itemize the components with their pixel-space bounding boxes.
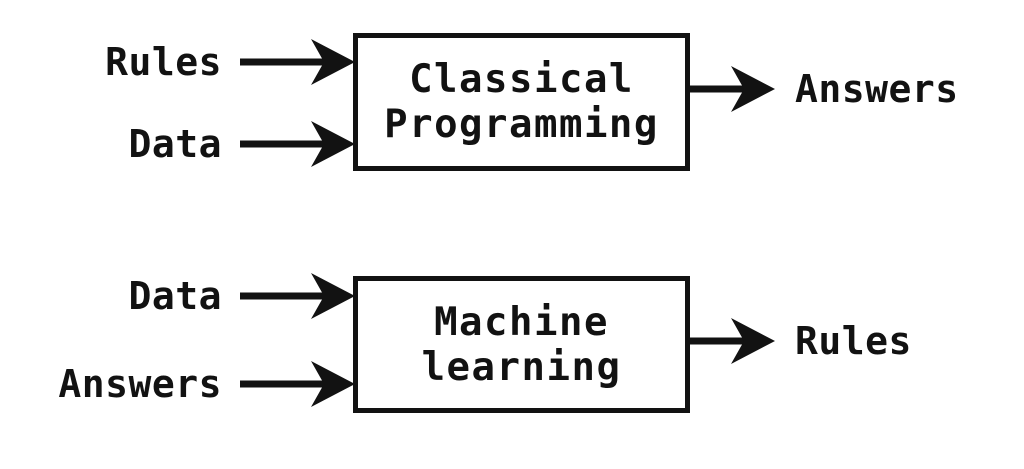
ml-input-label-data: Data [128, 274, 222, 318]
arrow-answers-to-ml-box [240, 361, 355, 407]
classical-box-line-2: Programming [384, 102, 659, 147]
ml-box-line-2: learning [421, 344, 622, 390]
arrow-rules-to-classical-box [240, 39, 355, 85]
classical-input-label-rules: Rules [105, 40, 222, 84]
arrow-classical-box-to-answers [688, 66, 775, 112]
arrow-data-to-ml-box [240, 273, 355, 319]
arrow-data-to-classical-box [240, 121, 355, 167]
classical-box-line-1: Classical [409, 57, 634, 102]
ml-input-label-answers: Answers [58, 362, 222, 406]
arrow-ml-box-to-rules [688, 318, 775, 364]
machine-learning-box: Machine learning [353, 276, 690, 413]
classical-programming-box: Classical Programming [353, 33, 690, 171]
classical-output-label-answers: Answers [795, 67, 959, 111]
classical-input-label-data: Data [128, 122, 222, 166]
ml-box-line-1: Machine [434, 299, 609, 345]
ml-output-label-rules: Rules [795, 319, 912, 363]
